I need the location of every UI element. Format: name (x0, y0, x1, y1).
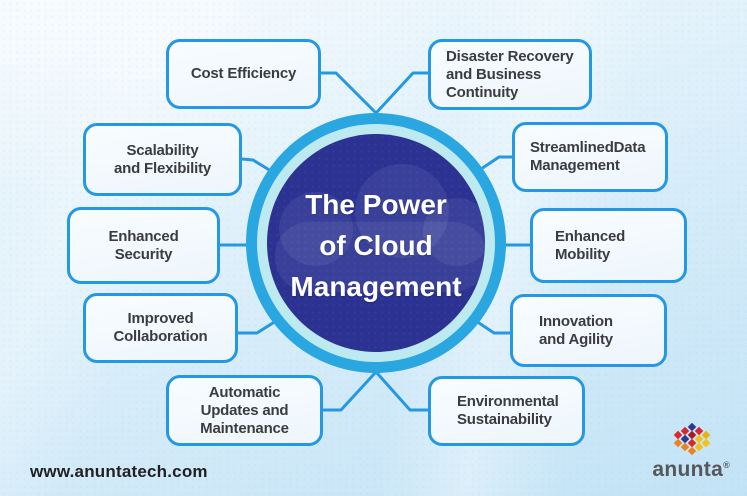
node-automatic-updates: Automatic Updates and Maintenance (166, 375, 323, 446)
cloud-icon (355, 164, 449, 258)
cloud-icon (423, 198, 485, 266)
anunta-logo: anunta® (652, 423, 730, 482)
cloud-icon (279, 192, 353, 266)
website-url: www.anuntatech.com (30, 462, 208, 481)
node-label: Improved Collaboration (113, 310, 208, 345)
connector-environmental (375, 371, 430, 412)
connector-cost-efficiency (319, 71, 377, 114)
node-improved-collaboration: Improved Collaboration (83, 293, 238, 363)
connector-improved-collaboration (236, 319, 278, 335)
node-label: Cost Efficiency (190, 65, 297, 82)
center-circle-inner: The Power of Cloud Management (267, 134, 485, 352)
connector-streamlined-data (479, 155, 514, 171)
anunta-knot-icon (673, 423, 711, 456)
connector-innovation-agility (474, 319, 512, 335)
node-label: StreamlinedData Management (530, 139, 646, 174)
node-label: Disaster Recovery and Business Continuit… (446, 47, 574, 101)
node-disaster-recovery: Disaster Recovery and Business Continuit… (428, 39, 592, 110)
node-scalability-flexibility: Scalability and Flexibility (83, 123, 242, 196)
node-enhanced-mobility: Enhanced Mobility (530, 208, 687, 283)
node-label: Automatic Updates and Maintenance (200, 383, 289, 437)
node-streamlined-data-management: StreamlinedData Management (512, 122, 668, 192)
node-enhanced-security: Enhanced Security (67, 207, 220, 284)
brand-name: anunta (652, 458, 724, 481)
node-cost-efficiency: Cost Efficiency (166, 39, 321, 109)
diagram-title: The Power of Cloud Management (290, 188, 462, 302)
node-innovation-agility: Innovation and Agility (510, 294, 667, 367)
center-circle-cyan-ring: The Power of Cloud Management (257, 124, 495, 362)
connector-disaster-recovery (375, 71, 430, 114)
node-label: Enhanced Mobility (555, 227, 626, 263)
cloud-icon (275, 222, 485, 292)
node-label: Innovation and Agility (539, 312, 613, 348)
anunta-wordmark: anunta® (652, 458, 730, 482)
connector-scalability (240, 157, 273, 173)
node-label: Environmental Sustainability (457, 393, 559, 428)
node-environmental-sustainability: Environmental Sustainability (428, 376, 585, 446)
center-circle: The Power of Cloud Management (246, 113, 506, 373)
node-label: Enhanced Security (108, 227, 179, 263)
node-label: Scalability and Flexibility (113, 141, 212, 177)
connector-automatic-updates (321, 371, 377, 412)
registered-mark: ® (723, 460, 730, 470)
